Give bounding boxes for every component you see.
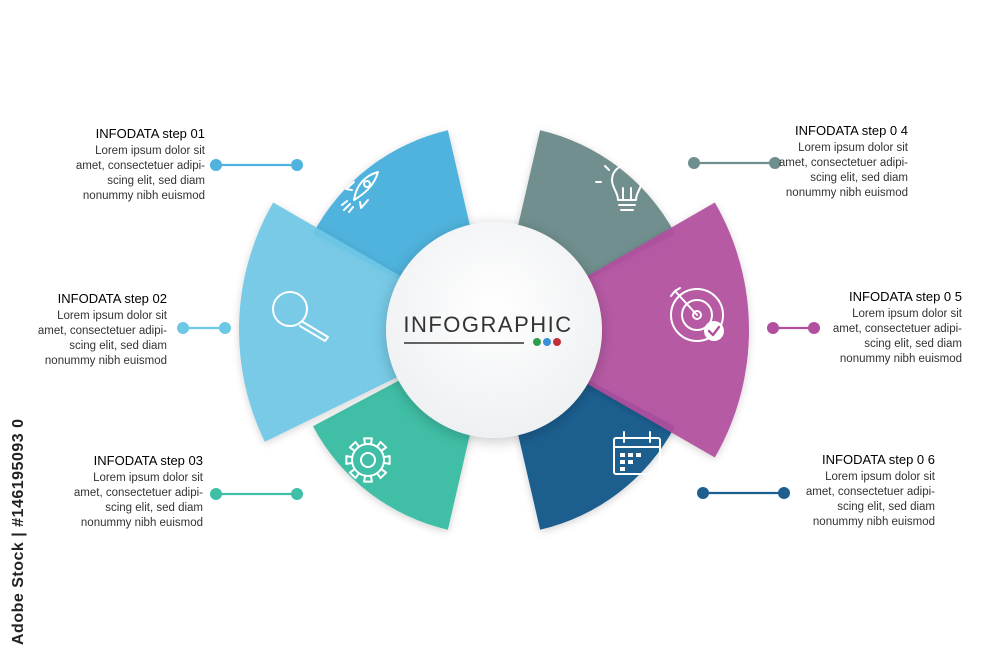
- center-title: INFOGRAPHIC: [403, 312, 572, 337]
- step-01-line: nonummy nibh euismod: [82, 190, 205, 202]
- step-05-line: amet, consectetuer adipi-: [832, 323, 962, 335]
- step-04-body: Lorem ipsum dolor sit amet, consectetuer…: [733, 141, 908, 201]
- calendar-cell: [628, 460, 633, 464]
- calendar-cell: [636, 453, 641, 457]
- step-05-connector-dot: [767, 322, 779, 334]
- step-03-connector-dot: [291, 488, 303, 500]
- step-01-connector-dot: [291, 159, 303, 171]
- step-04-connector-dot: [769, 157, 781, 169]
- step-06-connector-dot: [778, 487, 790, 499]
- center-color-dot: [543, 338, 551, 346]
- step-02-connector-dot: [177, 322, 189, 334]
- step-06-line: nonummy nibh euismod: [812, 516, 935, 528]
- calendar-cell: [628, 453, 633, 457]
- step-01-line: scing elit, sed diam: [107, 175, 205, 187]
- step-03-text: INFODATA step 03 Lorem ipsum dolor sit a…: [28, 453, 203, 531]
- center-circle: [386, 222, 602, 438]
- check-badge: [704, 321, 724, 341]
- step-02-title: INFODATA step 02: [57, 291, 167, 306]
- step-05-line: nonummy nibh euismod: [839, 353, 962, 365]
- step-06-line: Lorem ipsum dolor sit: [825, 471, 935, 483]
- step-06-body: Lorem ipsum dolor sit amet, consectetuer…: [760, 470, 935, 530]
- step-01-connector-dot: [210, 159, 222, 171]
- step-06-title: INFODATA step 0 6: [822, 452, 935, 467]
- step-05-line: Lorem ipsum dolor sit: [852, 308, 962, 320]
- step-04-line: Lorem ipsum dolor sit: [798, 142, 908, 154]
- target-icon: [670, 287, 724, 342]
- calendar-cell: [620, 460, 625, 464]
- step-02-line: amet, consectetuer adipi-: [37, 325, 167, 337]
- rocket-icon: [341, 171, 379, 213]
- step-03-connector-dot: [210, 488, 222, 500]
- step-06-connector-dot: [697, 487, 709, 499]
- step-02-text: INFODATA step 02 Lorem ipsum dolor sit a…: [0, 291, 167, 369]
- step-03-line: scing elit, sed diam: [105, 502, 203, 514]
- step-06-line: scing elit, sed diam: [837, 501, 935, 513]
- step-01-title: INFODATA step 01: [95, 126, 205, 141]
- step-02-connector-dot: [219, 322, 231, 334]
- step-01-text: INFODATA step 01 Lorem ipsum dolor sit a…: [30, 126, 205, 204]
- calendar-icon: [613, 431, 661, 475]
- step-02-line: scing elit, sed diam: [69, 340, 167, 352]
- step-04-title: INFODATA step 0 4: [795, 123, 908, 138]
- step-05-text: INFODATA step 0 5 Lorem ipsum dolor sit …: [787, 289, 962, 367]
- step-05-segment: [576, 202, 749, 458]
- gear-icon: [345, 437, 391, 483]
- step-03-line: amet, consectetuer adipi-: [73, 487, 203, 499]
- step-04-line: amet, consectetuer adipi-: [778, 157, 908, 169]
- step-04-line: scing elit, sed diam: [810, 172, 908, 184]
- check-mark: [707, 325, 721, 337]
- step-05-title: INFODATA step 0 5: [849, 289, 962, 304]
- step-04-line: nonummy nibh euismod: [785, 187, 908, 199]
- connectors-layer: [177, 157, 820, 500]
- step-03-title: INFODATA step 03: [93, 453, 203, 468]
- step-01-body: Lorem ipsum dolor sit amet, consectetuer…: [30, 144, 205, 204]
- center-circle-group: INFOGRAPHIC: [386, 222, 602, 438]
- magnifier-icon: [272, 291, 329, 342]
- calendar-cell: [620, 453, 625, 457]
- step-03-line: nonummy nibh euismod: [80, 517, 203, 529]
- step-05-connector-dot: [808, 322, 820, 334]
- step-01-line: amet, consectetuer adipi-: [75, 160, 205, 172]
- step-03-body: Lorem ipsum dolor sit amet, consectetuer…: [28, 471, 203, 531]
- step-02-line: Lorem ipsum dolor sit: [57, 310, 167, 322]
- step-06-line: amet, consectetuer adipi-: [805, 486, 935, 498]
- step-02-body: Lorem ipsum dolor sit amet, consectetuer…: [0, 309, 167, 369]
- step-03-line: Lorem ipsum dolor sit: [93, 472, 203, 484]
- step-02-line: nonummy nibh euismod: [44, 355, 167, 367]
- calendar-cell: [620, 467, 625, 471]
- calendar-cells: [620, 453, 641, 471]
- icons-layer: [272, 155, 724, 483]
- stock-id-stamp: Adobe Stock | #146195093 0: [10, 418, 27, 645]
- step-04-connector-dot: [688, 157, 700, 169]
- step-04-text: INFODATA step 0 4 Lorem ipsum dolor sit …: [733, 123, 908, 201]
- lightbulb-icon: [595, 155, 659, 211]
- step-02-segment: [239, 202, 412, 442]
- step-05-line: scing elit, sed diam: [864, 338, 962, 350]
- center-color-dot: [533, 338, 541, 346]
- center-color-dot: [553, 338, 561, 346]
- step-06-text: INFODATA step 0 6 Lorem ipsum dolor sit …: [760, 452, 935, 530]
- step-01-line: Lorem ipsum dolor sit: [95, 145, 205, 157]
- step-05-body: Lorem ipsum dolor sit amet, consectetuer…: [787, 307, 962, 367]
